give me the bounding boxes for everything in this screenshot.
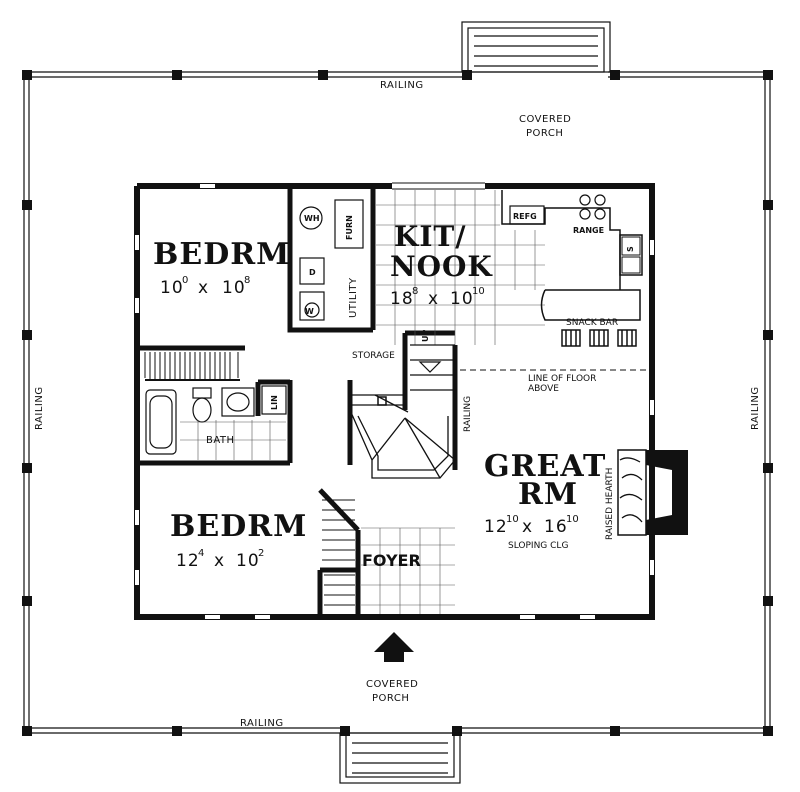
svg-text:0: 0 (182, 275, 188, 286)
bedroom-closet (145, 352, 240, 381)
sink-2 (621, 256, 641, 274)
interior-walls (137, 186, 458, 617)
porch-top-subtitle: PORCH (526, 128, 563, 139)
bedroom2-dimensions: 12 4 x 10 2 (176, 548, 264, 571)
svg-text:12: 12 (484, 517, 508, 537)
stair-newel (377, 396, 387, 406)
fireplace (617, 449, 688, 536)
svg-text:10: 10 (222, 278, 246, 298)
refrigerator-label: REFG (513, 212, 537, 221)
top-steps (461, 21, 611, 73)
washer-label: W (305, 307, 314, 316)
sink-label: S (626, 246, 635, 252)
kitchen-name-line2: NOOK (390, 250, 493, 283)
railing-top-label: RAILING (380, 80, 424, 91)
great-room-ceiling-note: SLOPING CLG (508, 541, 568, 551)
great-room-name-line2: RM (518, 477, 578, 512)
railing-right-label: RAILING (750, 386, 761, 430)
bar-stools (561, 329, 637, 347)
line-of-floor-label-2: ABOVE (528, 384, 559, 394)
sink (621, 236, 641, 256)
range-burners (579, 194, 606, 220)
porch-bottom-title: COVERED (366, 679, 418, 690)
svg-text:x: x (428, 289, 439, 309)
entry-arrow-icon (374, 632, 414, 662)
svg-text:10: 10 (450, 289, 474, 309)
kitchen-dimensions: 18 8 x 10 10 (390, 286, 485, 309)
bath-label: BATH (206, 435, 235, 446)
svg-text:12: 12 (176, 551, 200, 571)
railing-left-label: RAILING (34, 386, 45, 430)
svg-text:8: 8 (244, 275, 250, 286)
stair-railing-label: RAILING (463, 396, 473, 432)
kitchen-counters (501, 190, 643, 321)
furnace-label: FURN (345, 215, 354, 240)
svg-text:x: x (198, 278, 209, 298)
svg-text:x: x (522, 517, 533, 537)
svg-text:10: 10 (506, 514, 519, 525)
porch-top-title: COVERED (519, 114, 571, 125)
great-room-name-line1: GREAT (484, 449, 606, 484)
windows (135, 184, 654, 619)
svg-text:16: 16 (544, 517, 568, 537)
foyer-floor-tile (361, 527, 455, 614)
kitchen-name-line1: KIT/ (394, 220, 467, 253)
bedroom2-name: BEDRM (170, 509, 307, 544)
svg-text:2: 2 (258, 548, 264, 559)
svg-text:10: 10 (472, 286, 485, 297)
great-room-dimensions: 12 10 x 16 10 (484, 514, 579, 537)
svg-text:18: 18 (390, 289, 414, 309)
storage-label: STORAGE (352, 351, 395, 361)
stair-up-arrow-icon (418, 361, 442, 373)
raised-hearth-label: RAISED HEARTH (605, 468, 615, 540)
dryer-label: D (309, 268, 316, 277)
kitchen-door (392, 182, 485, 190)
svg-text:x: x (214, 551, 225, 571)
line-of-floor-label: LINE OF FLOOR (528, 374, 596, 384)
svg-text:4: 4 (198, 548, 204, 559)
foyer-label: FOYER (362, 551, 421, 570)
snack-bar-label: SNACK BAR (566, 318, 618, 328)
bottom-steps (339, 732, 461, 784)
closet-rod (144, 352, 239, 378)
refrigerator (509, 205, 545, 225)
bedroom1-name: BEDRM (153, 237, 290, 272)
range-label: RANGE (573, 226, 604, 235)
porch-bottom-subtitle: PORCH (372, 693, 409, 704)
svg-text:10: 10 (236, 551, 260, 571)
water-heater-label: WH (304, 214, 320, 223)
svg-text:10: 10 (160, 278, 184, 298)
porch-posts (22, 70, 773, 736)
railing-bottom-label: RAILING (240, 718, 284, 729)
bath-tile (180, 420, 286, 460)
exterior-walls (134, 183, 655, 620)
utility-appliances (299, 199, 364, 321)
kitchen-floor-tile (376, 190, 545, 345)
svg-text:10: 10 (566, 514, 579, 525)
svg-text:8: 8 (412, 286, 418, 297)
foyer-stair (322, 499, 355, 606)
linen-label: LIN (270, 395, 279, 410)
bedroom1-dimensions: 10 0 x 10 8 (160, 275, 250, 298)
stairs-up-label: UP (421, 330, 430, 342)
utility-label: UTILITY (348, 277, 359, 318)
